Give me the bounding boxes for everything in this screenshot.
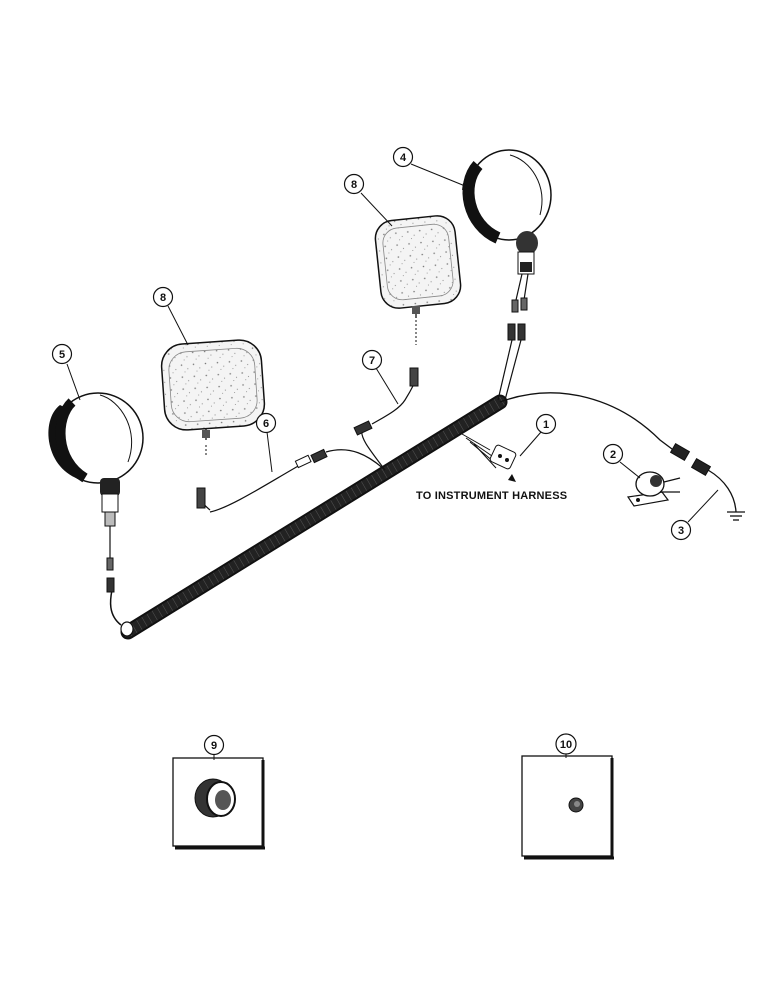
main-harness xyxy=(109,394,508,640)
callout-8-left-text: 8 xyxy=(160,292,166,304)
callout-3-text: 3 xyxy=(678,525,684,537)
callout-1-text: 1 xyxy=(543,419,549,431)
switch-component xyxy=(626,471,681,507)
callout-3: 3 xyxy=(670,489,719,541)
harness-branch-6 xyxy=(196,448,386,513)
ground-wiring xyxy=(499,392,745,521)
callout-8-left: 8 xyxy=(152,286,189,346)
callout-8-right: 8 xyxy=(343,173,393,227)
callout-5: 5 xyxy=(51,343,81,401)
flood-lamp-right xyxy=(374,215,462,345)
callout-2-text: 2 xyxy=(610,449,616,461)
harness-branch-7 xyxy=(353,367,419,471)
callout-6-text: 6 xyxy=(263,418,269,430)
callout-2: 2 xyxy=(602,443,641,479)
callout-1: 1 xyxy=(519,413,557,457)
callout-4: 4 xyxy=(392,146,471,190)
flood-lamp-left xyxy=(160,339,266,455)
instrument-harness-label: TO INSTRUMENT HARNESS xyxy=(416,490,567,502)
callout-9-text: 9 xyxy=(211,740,217,752)
work-lamp-right xyxy=(462,149,552,401)
callout-7: 7 xyxy=(361,349,399,405)
instrument-connector xyxy=(461,433,517,482)
work-lamp-left xyxy=(48,392,144,593)
callout-7-text: 7 xyxy=(369,355,375,367)
callout-8-right-text: 8 xyxy=(351,179,357,191)
callout-10: 10 xyxy=(555,733,577,758)
callout-6: 6 xyxy=(255,412,277,473)
callout-5-text: 5 xyxy=(59,349,65,361)
item-9-box xyxy=(172,757,265,850)
callout-10-text: 10 xyxy=(560,739,572,751)
callout-9: 9 xyxy=(203,734,225,760)
callout-4-text: 4 xyxy=(400,152,407,164)
item-10-box xyxy=(521,755,614,860)
